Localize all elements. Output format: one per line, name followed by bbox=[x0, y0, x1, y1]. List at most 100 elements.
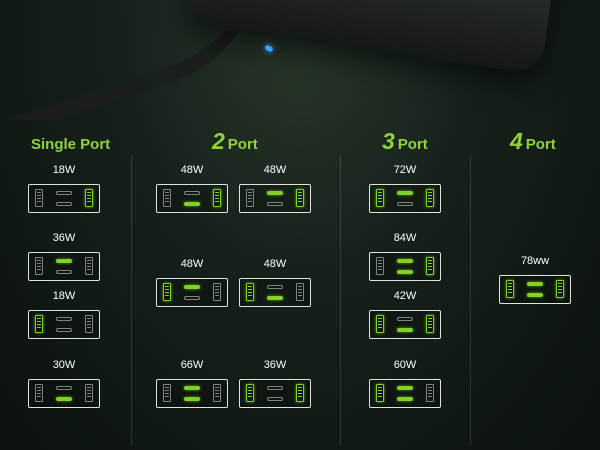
port-config-four-1: 78ww bbox=[496, 254, 574, 304]
usb-c-port-icon bbox=[184, 397, 200, 401]
usb-a-port-icon bbox=[246, 384, 254, 402]
usb-a-port-icon bbox=[376, 315, 384, 333]
usb-c-port-icon bbox=[56, 270, 72, 274]
usb-c-port-icon bbox=[397, 191, 413, 195]
usb-a-port-icon bbox=[556, 280, 564, 298]
single-port-heading: Single Port bbox=[31, 136, 111, 153]
usb-c-port-icon bbox=[397, 259, 413, 263]
usb-c-port-icon bbox=[397, 202, 413, 206]
usb-c-port-icon bbox=[267, 202, 283, 206]
wattage-label: 84W bbox=[393, 232, 417, 244]
charger-port-diagram bbox=[369, 184, 441, 213]
usb-a-port-icon bbox=[426, 257, 434, 275]
charger-port-diagram bbox=[28, 184, 100, 213]
usb-c-port-icon bbox=[267, 397, 283, 401]
usb-a-port-icon bbox=[296, 384, 304, 402]
usb-a-port-icon bbox=[213, 189, 221, 207]
usb-a-port-icon bbox=[85, 189, 93, 207]
usb-a-port-icon bbox=[213, 384, 221, 402]
charger-port-diagram bbox=[369, 252, 441, 281]
usb-a-port-icon bbox=[163, 283, 171, 301]
charger-port-diagram bbox=[28, 379, 100, 408]
usb-c-port-icon bbox=[527, 282, 543, 286]
usb-c-port-icon bbox=[267, 386, 283, 390]
charger-port-diagram bbox=[369, 310, 441, 339]
charger-port-diagram bbox=[28, 310, 100, 339]
usb-c-port-icon bbox=[397, 397, 413, 401]
charger-port-diagram bbox=[156, 278, 228, 307]
usb-a-port-icon bbox=[246, 189, 254, 207]
usb-a-port-icon bbox=[35, 315, 43, 333]
usb-c-port-icon bbox=[56, 191, 72, 195]
usb-a-port-icon bbox=[35, 189, 43, 207]
wattage-label: 18W bbox=[52, 290, 76, 302]
usb-c-port-icon bbox=[397, 317, 413, 321]
usb-c-port-icon bbox=[527, 293, 543, 297]
usb-a-port-icon bbox=[35, 257, 43, 275]
wattage-label: 42W bbox=[393, 290, 417, 302]
usb-c-port-icon bbox=[267, 191, 283, 195]
charger-port-diagram bbox=[369, 379, 441, 408]
usb-c-port-icon bbox=[184, 296, 200, 300]
usb-c-port-icon bbox=[184, 285, 200, 289]
wattage-label: 78ww bbox=[520, 255, 550, 267]
usb-a-port-icon bbox=[213, 283, 221, 301]
port-config-two-1: 48W bbox=[153, 163, 231, 213]
port-config-two-2: 48W bbox=[236, 163, 314, 213]
wattage-label: 30W bbox=[52, 359, 76, 371]
usb-a-port-icon bbox=[85, 315, 93, 333]
port-config-two-5: 66W bbox=[153, 358, 231, 408]
wattage-label: 48W bbox=[180, 164, 204, 176]
wattage-label: 60W bbox=[393, 359, 417, 371]
port-config-single-4: 30W bbox=[25, 358, 103, 408]
usb-c-port-icon bbox=[397, 386, 413, 390]
charger-port-diagram bbox=[28, 252, 100, 281]
usb-a-port-icon bbox=[85, 257, 93, 275]
wattage-label: 66W bbox=[180, 359, 204, 371]
usb-c-port-icon bbox=[184, 202, 200, 206]
usb-a-port-icon bbox=[296, 189, 304, 207]
usb-c-port-icon bbox=[267, 296, 283, 300]
usb-a-port-icon bbox=[163, 189, 171, 207]
usb-c-port-icon bbox=[184, 191, 200, 195]
port-config-two-4: 48W bbox=[236, 257, 314, 307]
usb-a-port-icon bbox=[376, 189, 384, 207]
port-config-single-1: 18W bbox=[25, 163, 103, 213]
port-config-three-3: 42W bbox=[366, 289, 444, 339]
column-divider bbox=[340, 155, 341, 445]
port-config-single-2: 36W bbox=[25, 231, 103, 281]
usb-a-port-icon bbox=[296, 283, 304, 301]
usb-c-port-icon bbox=[56, 202, 72, 206]
column-divider bbox=[131, 155, 132, 445]
usb-a-port-icon bbox=[426, 315, 434, 333]
usb-a-port-icon bbox=[85, 384, 93, 402]
usb-c-port-icon bbox=[56, 386, 72, 390]
charger-port-diagram bbox=[156, 184, 228, 213]
charger-port-diagram bbox=[499, 275, 571, 304]
port-config-three-4: 60W bbox=[366, 358, 444, 408]
port-config-three-2: 84W bbox=[366, 231, 444, 281]
wattage-label: 72W bbox=[393, 164, 417, 176]
wattage-label: 36W bbox=[263, 359, 287, 371]
wattage-label: 48W bbox=[180, 258, 204, 270]
charger-port-diagram bbox=[156, 379, 228, 408]
port-config-two-3: 48W bbox=[153, 257, 231, 307]
usb-a-port-icon bbox=[376, 384, 384, 402]
usb-c-port-icon bbox=[56, 317, 72, 321]
port-config-single-3: 18W bbox=[25, 289, 103, 339]
usb-a-port-icon bbox=[246, 283, 254, 301]
port-config-three-1: 72W bbox=[366, 163, 444, 213]
usb-c-port-icon bbox=[184, 386, 200, 390]
charger-product-photo bbox=[0, 0, 600, 120]
usb-a-port-icon bbox=[426, 384, 434, 402]
charger-port-diagram bbox=[239, 184, 311, 213]
charger-port-diagram bbox=[239, 379, 311, 408]
wattage-label: 48W bbox=[263, 164, 287, 176]
port-config-two-6: 36W bbox=[236, 358, 314, 408]
usb-a-port-icon bbox=[376, 257, 384, 275]
wattage-label: 36W bbox=[52, 232, 76, 244]
usb-a-port-icon bbox=[506, 280, 514, 298]
